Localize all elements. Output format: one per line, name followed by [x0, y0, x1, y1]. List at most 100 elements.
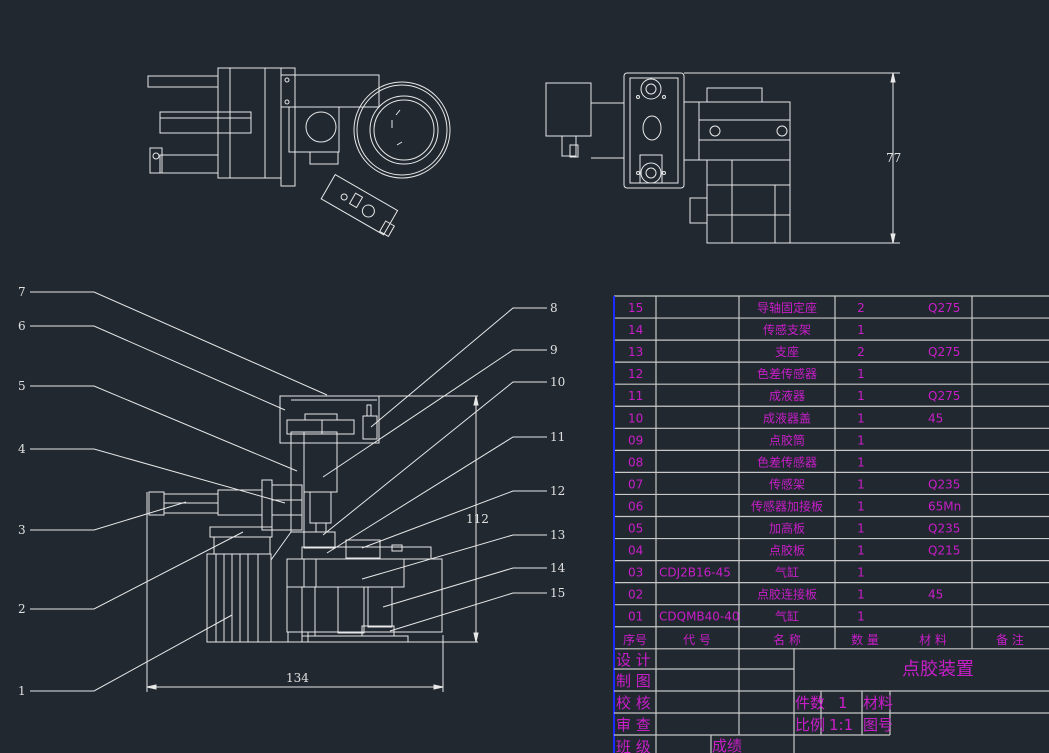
title-label-grade: 成绩	[712, 737, 742, 753]
callout-leader-line	[30, 325, 286, 411]
part-material: Q275	[928, 389, 960, 403]
part-quantity: 1	[857, 522, 865, 536]
part-quantity: 1	[857, 411, 865, 425]
callout-leader-line	[361, 490, 547, 549]
front-view	[146, 395, 479, 692]
part-name: 传感架	[769, 476, 805, 491]
part-quantity: 1	[857, 323, 865, 337]
dimension-height: 112	[466, 512, 489, 526]
title-label-review: 审 查	[616, 716, 651, 734]
header-no: 序号	[623, 632, 647, 647]
part-quantity: 1	[857, 477, 865, 491]
drawing-number-label: 图号	[863, 716, 893, 734]
part-number: 05	[628, 522, 643, 536]
header-code: 代 号	[683, 633, 711, 647]
part-material: 45	[928, 411, 943, 425]
part-quantity: 1	[857, 389, 865, 403]
part-name: 点胶连接板	[757, 587, 817, 602]
callout-leader-line	[30, 291, 328, 396]
part-material: Q275	[928, 345, 960, 359]
callout-label: 4	[18, 442, 26, 456]
callout-leader-line	[30, 531, 244, 610]
part-material: 45	[928, 588, 943, 602]
part-quantity: 1	[857, 566, 865, 580]
callout-leader-line	[30, 448, 286, 504]
callout-label: 12	[550, 484, 565, 498]
title-label-design: 设 计	[616, 651, 651, 669]
part-name: 气缸	[775, 609, 799, 624]
part-name: 点胶板	[769, 543, 805, 558]
material-label: 材料	[863, 694, 893, 712]
part-name: 色差传感器	[757, 366, 817, 381]
callout-label: 10	[550, 375, 565, 389]
callout-leader-line	[322, 381, 547, 536]
dimension-side-height: 77	[886, 151, 901, 165]
callout-label: 8	[550, 301, 558, 315]
part-number: 04	[628, 544, 643, 558]
part-quantity: 1	[857, 433, 865, 447]
dimension-width: 134	[286, 671, 309, 685]
part-number: 15	[628, 301, 643, 315]
count-label: 件数	[795, 694, 825, 712]
part-name: 导轴固定座	[757, 300, 817, 315]
callout-label: 2	[18, 602, 26, 616]
scale-value: 1:1	[829, 716, 853, 734]
part-number: 11	[628, 389, 643, 403]
callout-leader-line	[326, 436, 547, 554]
part-quantity: 1	[857, 499, 865, 513]
callout-leader-line	[389, 592, 547, 632]
callout-label: 9	[550, 343, 558, 357]
callout-leader-line	[370, 307, 547, 428]
header-name: 名 称	[773, 632, 801, 647]
part-number: 08	[628, 455, 643, 469]
callout-label: 3	[18, 523, 26, 537]
part-material: Q275	[928, 301, 960, 315]
title-label-class: 班 级	[616, 738, 651, 753]
part-name: 色差传感器	[757, 454, 817, 469]
part-number: 07	[628, 477, 643, 491]
part-number: 10	[628, 411, 643, 425]
part-name: 支座	[775, 344, 799, 359]
part-quantity: 1	[857, 544, 865, 558]
part-code: CDQMB40-40	[659, 610, 740, 624]
count-value: 1	[838, 694, 848, 712]
callout-leader-line	[30, 614, 233, 692]
header-note: 备 注	[996, 632, 1024, 647]
part-name: 成液器	[769, 388, 805, 403]
title-label-draw: 制 图	[616, 672, 651, 690]
part-number: 02	[628, 588, 643, 602]
part-material: Q235	[928, 522, 960, 536]
drawing-title: 点胶装置	[902, 659, 974, 680]
part-material: Q215	[928, 544, 960, 558]
callout-leader-line	[322, 349, 547, 478]
callout-label: 11	[550, 430, 565, 444]
part-name: 传感支架	[763, 322, 811, 337]
part-number: 03	[628, 566, 643, 580]
part-quantity: 2	[857, 345, 865, 359]
callout-label: 15	[550, 586, 565, 600]
part-name: 传感器加接板	[751, 498, 823, 513]
part-quantity: 2	[857, 301, 865, 315]
callout-leader-line	[30, 385, 298, 472]
part-number: 09	[628, 433, 643, 447]
callout-label: 6	[18, 319, 26, 333]
part-material: Q235	[928, 477, 960, 491]
callout-label: 1	[18, 684, 26, 698]
header-material: 材 料	[919, 633, 947, 647]
callout-leader-line	[382, 567, 547, 608]
callout-label: 13	[550, 528, 565, 542]
part-number: 06	[628, 499, 643, 513]
title-label-check: 校 核	[616, 694, 651, 712]
part-quantity: 1	[857, 455, 865, 469]
top-view-left	[147, 67, 451, 238]
callout-label: 7	[18, 285, 26, 299]
callout-leader-line	[361, 534, 547, 580]
part-name: 气缸	[775, 565, 799, 580]
part-quantity: 1	[857, 367, 865, 381]
side-view-right	[545, 72, 900, 244]
callout-label: 14	[550, 561, 566, 575]
part-number: 14	[628, 323, 643, 337]
